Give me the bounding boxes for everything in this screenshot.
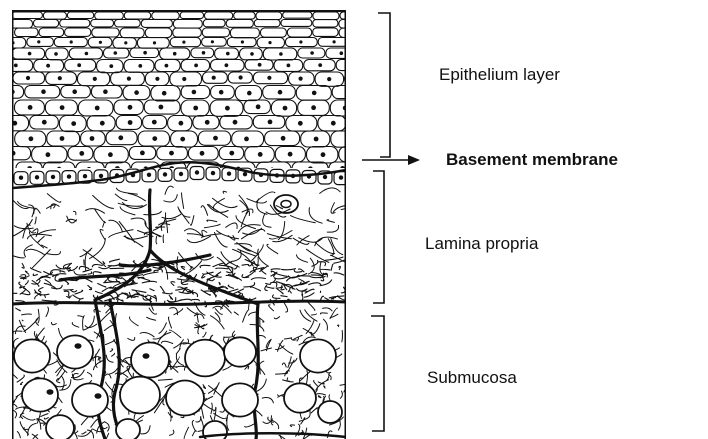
epithelium-label: Epithelium layer [439, 66, 560, 83]
submucosa-label: Submucosa [427, 369, 517, 386]
basement-arrow [362, 155, 420, 165]
tissue-section-drawing [0, 10, 376, 439]
lamina-cell [274, 195, 298, 213]
lamina-propria-fibers [4, 186, 359, 279]
muscularis-line [12, 301, 346, 304]
lamina-propria-label: Lamina propria [425, 235, 538, 252]
bracket-epithelium [378, 13, 390, 157]
bracket-lamina-propria [373, 171, 384, 303]
basement-membrane-label: Basement membrane [446, 151, 618, 168]
bracket-submucosa [371, 316, 384, 431]
epithelium-cells [0, 12, 376, 178]
